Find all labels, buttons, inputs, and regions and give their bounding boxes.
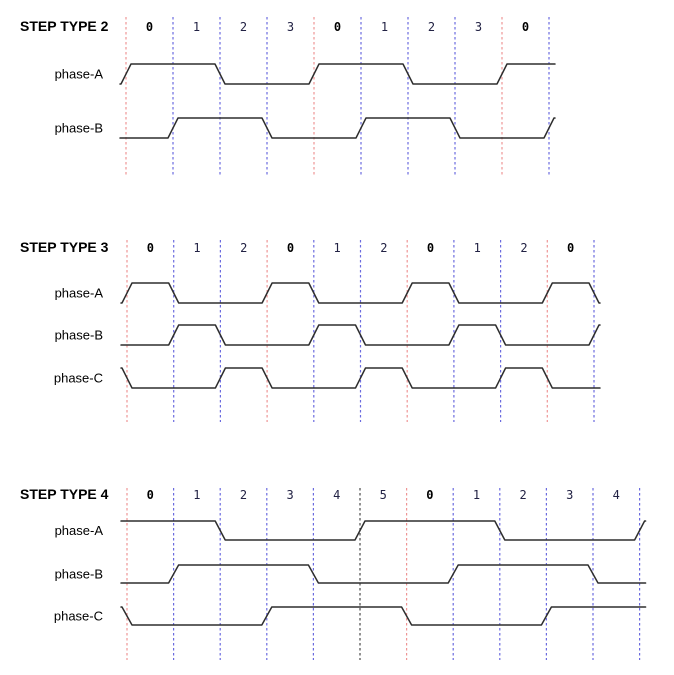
section-step-type-3: STEP TYPE 3 0 1 2 0 1 2 0 1 2 0 phase-A phase-B phase… — [20, 239, 601, 422]
step-number-label: 3 — [286, 488, 293, 502]
step-number-label: 0 — [287, 241, 294, 255]
step-number-label: 2 — [240, 20, 247, 34]
step-number-label: 5 — [380, 488, 387, 502]
section-step-type-2: STEP TYPE 2 0 1 2 3 0 1 2 3 0 phase-A phase-B — [20, 17, 556, 175]
waveform-phase-C — [120, 367, 601, 389]
step-number-label: 2 — [520, 241, 527, 255]
step-number-label: 4 — [333, 488, 340, 502]
section-title: STEP TYPE 3 — [20, 239, 109, 255]
phase-label: phase-B — [55, 121, 103, 136]
step-number-label: 0 — [147, 241, 154, 255]
step-number-label: 1 — [473, 488, 480, 502]
step-number-label: 0 — [522, 20, 529, 34]
step-number-label: 2 — [428, 20, 435, 34]
step-number-label: 3 — [566, 488, 573, 502]
step-number-label: 2 — [519, 488, 526, 502]
step-number-label: 4 — [613, 488, 620, 502]
step-number-label: 3 — [475, 20, 482, 34]
step-number-label: 1 — [193, 488, 200, 502]
step-number-label: 0 — [334, 20, 341, 34]
waveform-phase-A — [119, 63, 556, 85]
step-number-label: 0 — [146, 20, 153, 34]
waveform-phase-C — [120, 606, 647, 626]
step-number-label: 1 — [474, 241, 481, 255]
step-number-label: 0 — [147, 488, 154, 502]
waveform-phase-B — [119, 117, 556, 139]
section-title: STEP TYPE 2 — [20, 18, 109, 34]
step-number-label: 0 — [427, 241, 434, 255]
phase-label: phase-A — [55, 67, 104, 82]
waveform-phase-B — [120, 324, 601, 346]
step-number-label: 1 — [193, 20, 200, 34]
step-number-label: 2 — [380, 241, 387, 255]
section-step-type-4: STEP TYPE 4 0 1 2 3 4 5 0 1 2 3 4 phase-A phase-B phas… — [20, 486, 647, 660]
step-number-label: 1 — [334, 241, 341, 255]
waveform-phase-A — [120, 282, 601, 304]
phase-label: phase-B — [55, 328, 103, 343]
phase-label: phase-A — [55, 286, 104, 301]
phase-label: phase-A — [55, 523, 104, 538]
waveform-phase-A — [120, 520, 647, 541]
step-number-label: 1 — [193, 241, 200, 255]
step-number-label: 2 — [240, 488, 247, 502]
phase-label: phase-C — [54, 371, 103, 386]
step-number-label: 1 — [381, 20, 388, 34]
step-number-label: 0 — [567, 241, 574, 255]
waveform-phase-B — [120, 564, 647, 584]
phase-label: phase-C — [54, 609, 103, 624]
step-number-label: 0 — [426, 488, 433, 502]
phase-label: phase-B — [55, 567, 103, 582]
step-number-label: 2 — [240, 241, 247, 255]
step-number-label: 3 — [287, 20, 294, 34]
section-title: STEP TYPE 4 — [20, 486, 109, 502]
